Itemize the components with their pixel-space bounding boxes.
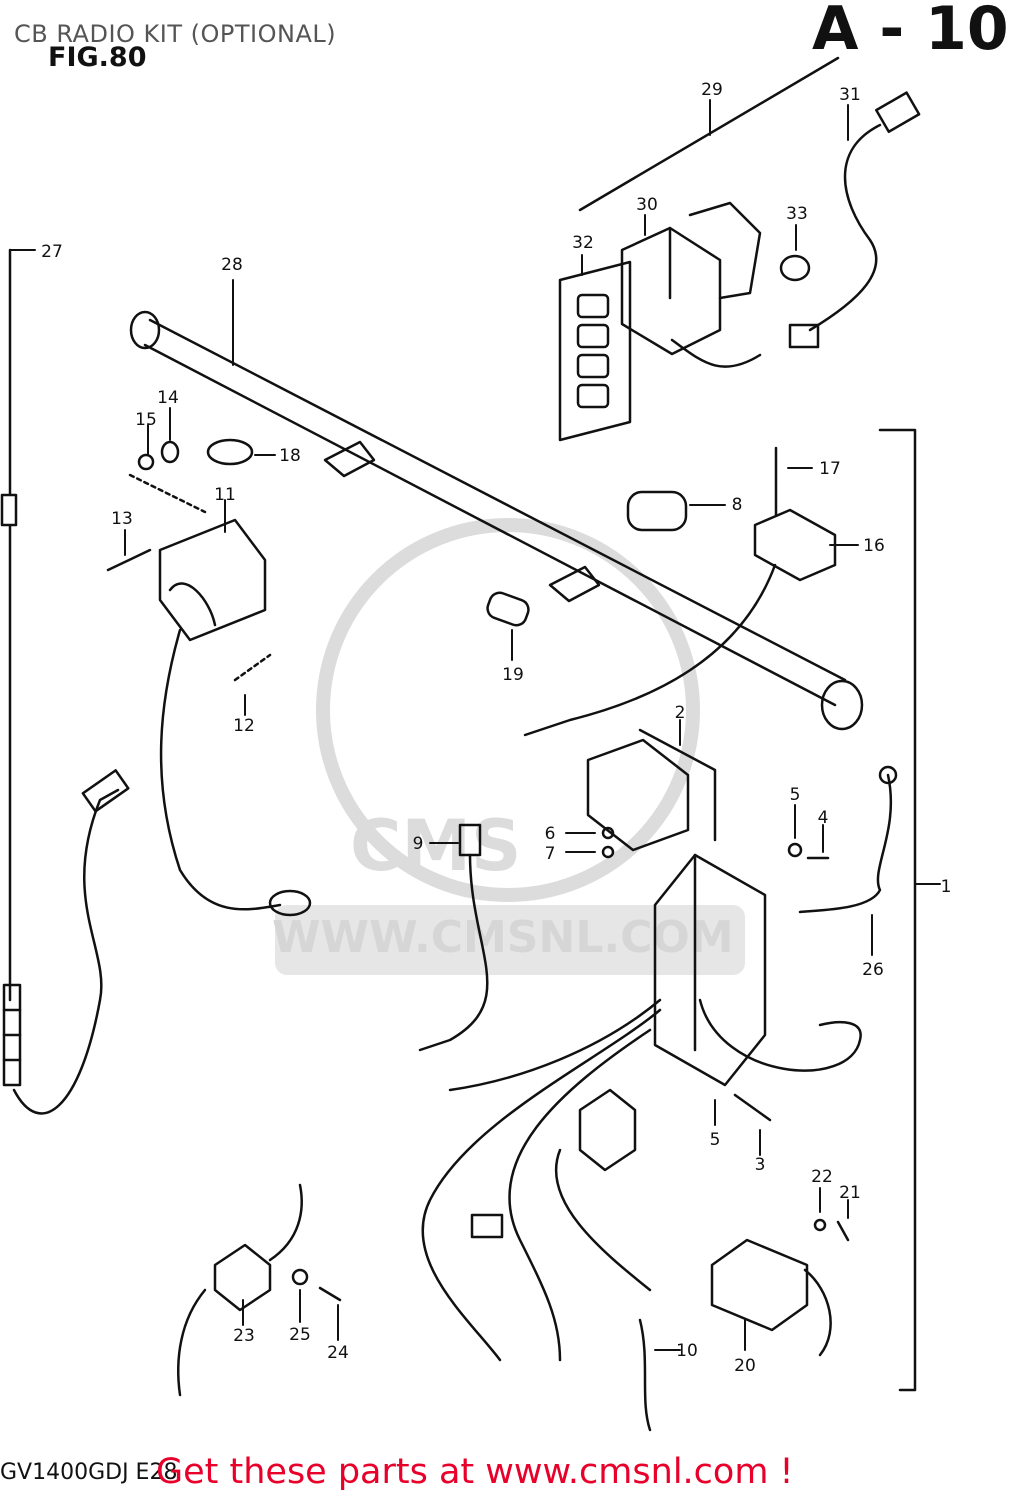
part-mount-bar: [129, 310, 864, 731]
part-cb-unit: [620, 201, 762, 368]
callout-29: 29: [701, 80, 723, 100]
callout-30: 30: [636, 195, 658, 215]
callout-21: 21: [839, 1183, 861, 1203]
callout-11: 11: [214, 485, 236, 505]
callout-5-lower: 5: [710, 1130, 721, 1150]
callout-1: 1: [941, 877, 952, 897]
callout-16: 16: [863, 536, 885, 556]
watermark-text: WWW.CMSNL.COM: [272, 912, 734, 963]
callout-6: 6: [545, 824, 556, 844]
part-grommet-33: [779, 254, 811, 282]
svg-text:CMS: CMS: [350, 805, 521, 887]
part-panel: [558, 260, 632, 442]
callout-4: 4: [818, 808, 829, 828]
callout-17: 17: [819, 459, 841, 479]
callout-9: 9: [413, 834, 424, 854]
callout-24: 24: [327, 1343, 349, 1363]
callout-3: 3: [755, 1155, 766, 1175]
callout-2: 2: [675, 703, 686, 723]
model-code: GV1400GDJ E28: [0, 1460, 178, 1485]
part-harness-31: [788, 91, 921, 349]
callout-13: 13: [111, 509, 133, 529]
sheet-code: A - 10: [812, 0, 1009, 64]
callout-10: 10: [676, 1341, 698, 1361]
callout-14: 14: [157, 388, 179, 408]
callout-12: 12: [233, 716, 255, 736]
callout-5-upper: 5: [790, 785, 801, 805]
callout-8: 8: [732, 495, 743, 515]
part-speaker: [158, 518, 312, 917]
callout-19: 19: [502, 665, 524, 685]
callout-32: 32: [572, 233, 594, 253]
page-title: CB RADIO KIT (OPTIONAL): [14, 20, 337, 48]
callout-28: 28: [221, 255, 243, 275]
promo-link[interactable]: Get these parts at www.cmsnl.com !: [156, 1452, 794, 1492]
callout-27: 27: [41, 242, 63, 262]
part-antenna: [0, 248, 130, 1115]
callout-7: 7: [545, 844, 556, 864]
callout-20: 20: [734, 1356, 756, 1376]
figure-label: FIG.80: [48, 42, 147, 73]
part-switch-box: [586, 738, 690, 852]
callout-33: 33: [786, 204, 808, 224]
part-main-unit: [448, 853, 862, 1092]
callout-26: 26: [862, 960, 884, 980]
callout-15: 15: [135, 410, 157, 430]
callout-18: 18: [279, 446, 301, 466]
callout-22: 22: [811, 1167, 833, 1187]
callout-25: 25: [289, 1325, 311, 1345]
callout-31: 31: [839, 85, 861, 105]
callout-23: 23: [233, 1326, 255, 1346]
